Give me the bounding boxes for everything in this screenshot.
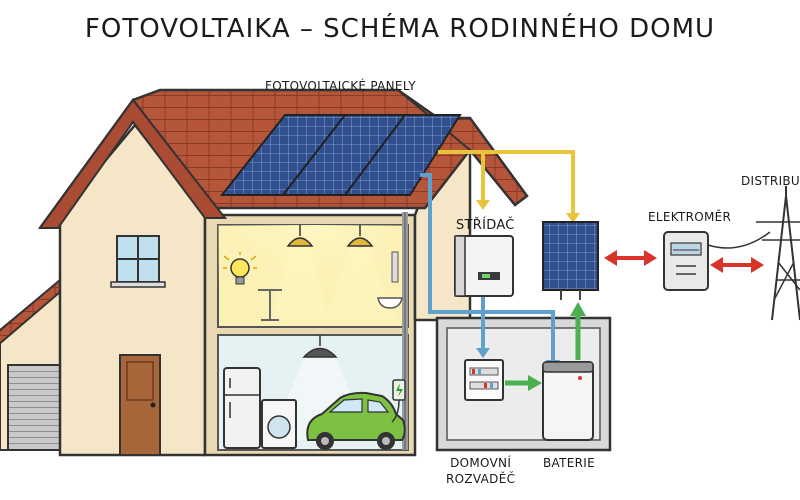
- label-battery: BATERIE: [543, 456, 595, 470]
- power-line: [708, 232, 770, 248]
- solar-panel-module: [543, 222, 598, 300]
- label-distribution-board: DOMOVNÍ ROZVADĚČ: [446, 455, 515, 487]
- washing-machine: [262, 400, 296, 448]
- garage-door: [8, 365, 60, 450]
- distribution-board: [465, 360, 503, 400]
- label-solar-panels: FOTOVOLTAICKÉ PANELY: [265, 79, 416, 93]
- power-pylon-icon: [756, 186, 800, 320]
- grid-exchange-arrow: [604, 250, 657, 266]
- fridge: [224, 368, 260, 448]
- label-distribution-grid: DISTRIBUČ: [741, 174, 800, 188]
- battery: [543, 362, 593, 440]
- house-window: [111, 236, 165, 287]
- label-distribution-board-line1: DOMOVNÍ: [446, 455, 515, 471]
- label-electricity-meter: ELEKTROMĚR: [648, 210, 731, 224]
- electricity-meter: [664, 232, 708, 290]
- label-inverter: STŘÍDAČ: [456, 218, 515, 233]
- house-door: [120, 355, 160, 455]
- meter-grid-arrow: [710, 257, 764, 273]
- inverter: [455, 236, 513, 296]
- label-distribution-board-line2: ROZVADĚČ: [446, 471, 515, 487]
